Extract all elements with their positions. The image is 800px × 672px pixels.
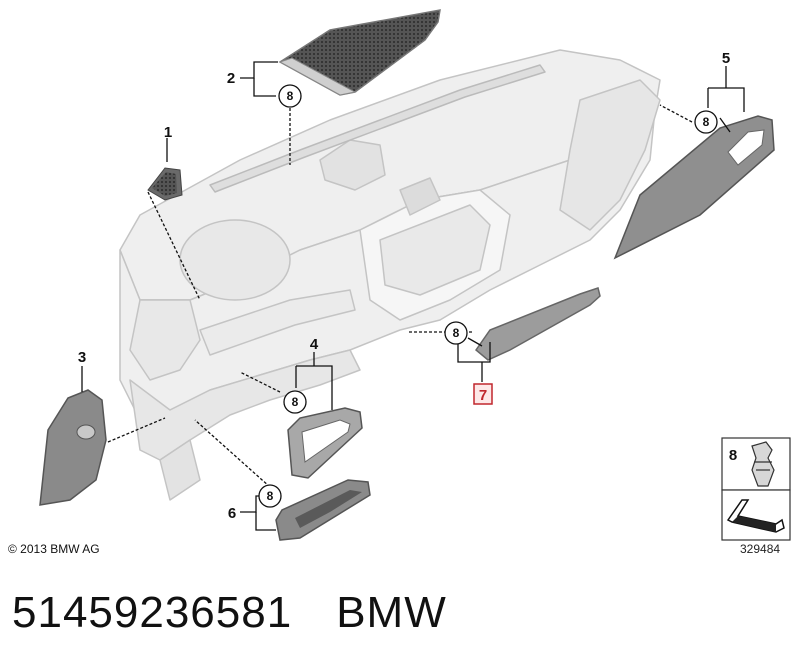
clip-callout-7[interactable]: 8 [444,321,468,345]
callout-brackets [81,61,745,531]
part-right-trim[interactable] [613,115,775,260]
svg-text:8: 8 [292,395,299,409]
legend-part-number: 8 [729,447,737,464]
svg-text:7: 7 [479,387,487,404]
legend-box: 8 [721,437,791,541]
clip-callout-6[interactable]: 8 [258,484,282,508]
section-profile-icon [726,499,785,533]
callout-3[interactable]: 3 [78,349,86,366]
svg-text:8: 8 [267,489,274,503]
callout-2[interactable]: 2 [227,70,235,87]
svg-text:8: 8 [453,326,460,340]
image-number: 329484 [740,542,781,556]
clip-callout-2[interactable]: 8 [278,84,302,108]
part-left-end-trim[interactable] [39,389,107,506]
part-trim-strip[interactable] [474,287,601,361]
dashboard-body [119,49,661,501]
clip-callout-4[interactable]: 8 [283,390,307,414]
part-vent-bezel[interactable] [287,407,363,479]
callout-numbers: 1 2 3 4 5 6 7 [78,50,730,522]
callout-4[interactable]: 4 [310,336,319,353]
callout-6[interactable]: 6 [228,505,236,522]
parts-diagram: 8 8 8 8 8 1 2 3 4 5 6 7 [39,9,791,541]
part-side-vent-grille[interactable] [147,167,183,201]
footer-brand: BMW [336,588,447,637]
svg-text:8: 8 [703,115,710,129]
part-speaker-grille[interactable] [278,9,441,96]
copyright-text: © 2013 BMW AG [8,542,100,556]
clip-callouts: 8 8 8 8 8 [258,84,718,508]
callout-7-highlighted[interactable]: 7 [473,383,493,405]
footer-caption: 51459236581 BMW [12,588,447,638]
callout-1[interactable]: 1 [164,124,172,141]
part-switch-bezel[interactable] [275,479,371,541]
footer-part-number: 51459236581 [12,588,293,637]
leader-lines [107,104,693,488]
clip-icon [751,441,775,487]
svg-text:8: 8 [287,89,294,103]
clip-callout-5[interactable]: 8 [694,110,718,134]
callout-5[interactable]: 5 [722,50,730,67]
